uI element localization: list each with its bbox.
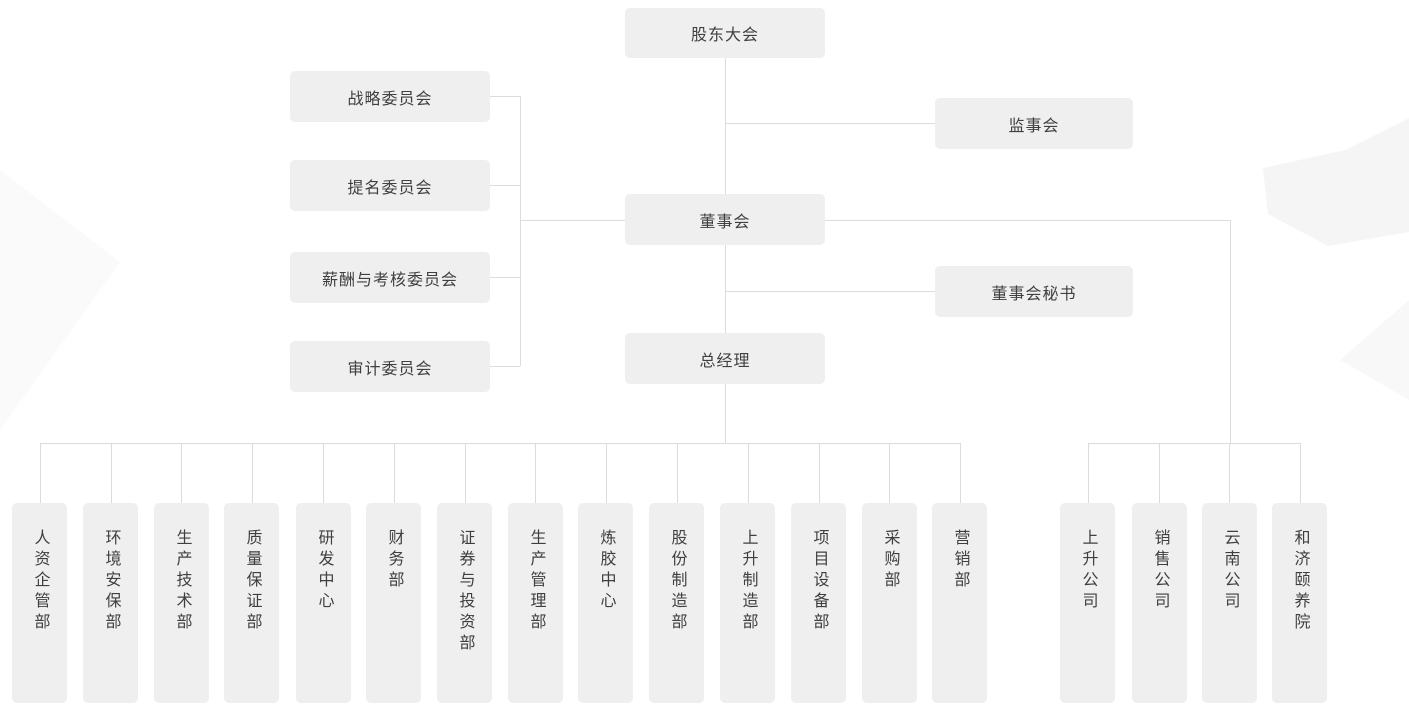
node-label: 审计委员会 (347, 360, 433, 378)
dept-node-shares-manufacturing: 股份制造部 (649, 503, 704, 703)
dept-node-marketing: 营销部 (932, 503, 987, 703)
node-compensation-assessment-committee: 薪酬与考核委员会 (290, 252, 490, 303)
connector-dept-drop-9 (606, 443, 607, 503)
dept-node-hr-enterprise-management: 人资企管部 (12, 503, 67, 703)
connector-committee-stub-3 (490, 277, 520, 278)
node-label: 生产技术部 (173, 529, 191, 634)
connector-subsidiary-drop-3 (1229, 443, 1230, 503)
connector-dept-drop-10 (677, 443, 678, 503)
connector-dept-drop-12 (819, 443, 820, 503)
connector-committees-to-board (520, 220, 625, 221)
dept-node-production-technology: 生产技术部 (154, 503, 209, 703)
subsidiary-node-shangsheng-company: 上升公司 (1060, 503, 1115, 703)
node-label: 云南公司 (1221, 529, 1239, 613)
node-label: 监事会 (1008, 117, 1060, 135)
connector-committee-spine (520, 96, 521, 366)
connector-dept-drop-11 (748, 443, 749, 503)
dept-node-production-management: 生产管理部 (508, 503, 563, 703)
node-board-secretary: 董事会秘书 (935, 266, 1133, 317)
dept-node-environment-security: 环境安保部 (83, 503, 138, 703)
node-label: 人资企管部 (31, 529, 49, 634)
connector-board-to-gm (725, 245, 726, 333)
connector-committee-stub-4 (490, 366, 520, 367)
node-label: 环境安保部 (102, 529, 120, 634)
node-board-of-directors: 董事会 (625, 194, 825, 245)
node-supervisory-board: 监事会 (935, 98, 1133, 149)
connector-committee-stub-2 (490, 185, 520, 186)
subsidiary-node-yunnan-company: 云南公司 (1202, 503, 1257, 703)
node-label: 董事会秘书 (991, 285, 1077, 303)
node-strategy-committee: 战略委员会 (290, 71, 490, 122)
node-general-manager: 总经理 (625, 333, 825, 384)
connector-secretary-branch (725, 291, 935, 292)
connector-shareholders-to-board (725, 58, 726, 194)
node-label: 上升公司 (1079, 529, 1097, 613)
connector-dept-drop-1 (40, 443, 41, 503)
connector-subsidiary-drop-1 (1088, 443, 1089, 503)
connector-subsidiary-drop-4 (1300, 443, 1301, 503)
node-label: 战略委员会 (347, 90, 433, 108)
node-nomination-committee: 提名委员会 (290, 160, 490, 211)
node-label: 项目设备部 (810, 529, 828, 634)
connector-dept-drop-5 (323, 443, 324, 503)
connector-supervisory-branch (725, 123, 935, 124)
connector-dept-drop-6 (394, 443, 395, 503)
node-label: 董事会 (699, 213, 751, 231)
node-label: 股东大会 (690, 27, 759, 44)
node-label: 证券与投资部 (456, 529, 474, 655)
node-label: 研发中心 (315, 529, 333, 613)
connector-dept-drop-14 (960, 443, 961, 503)
node-label: 总经理 (699, 352, 751, 370)
connector-dept-drop-13 (889, 443, 890, 503)
connector-board-to-subsidiaries (825, 220, 1230, 221)
subsidiary-node-heji-nursing-home: 和济颐养院 (1272, 503, 1327, 703)
dept-node-project-equipment: 项目设备部 (791, 503, 846, 703)
connector-dept-drop-4 (252, 443, 253, 503)
dept-node-procurement: 采购部 (862, 503, 917, 703)
dept-node-securities-investment: 证券与投资部 (437, 503, 492, 703)
dept-node-finance: 财务部 (366, 503, 421, 703)
connector-dept-drop-8 (535, 443, 536, 503)
subsidiary-node-sales-company: 销售公司 (1132, 503, 1187, 703)
connector-gm-to-bus (725, 384, 726, 443)
dept-node-shangsheng-manufacturing: 上升制造部 (720, 503, 775, 703)
node-label: 营销部 (951, 529, 969, 592)
connector-subsidiary-drop-2 (1159, 443, 1160, 503)
node-label: 财务部 (385, 529, 403, 592)
node-label: 质量保证部 (243, 529, 261, 634)
node-label: 薪酬与考核委员会 (321, 271, 458, 289)
connector-committee-stub-1 (490, 96, 520, 97)
node-label: 采购部 (881, 529, 899, 592)
connector-subsidiaries-vertical (1230, 220, 1231, 443)
connector-dept-drop-3 (181, 443, 182, 503)
node-label: 上升制造部 (739, 529, 757, 634)
node-label: 销售公司 (1151, 529, 1169, 613)
connector-dept-drop-7 (465, 443, 466, 503)
connector-department-bus (40, 443, 960, 444)
connector-subsidiary-bus (1088, 443, 1300, 444)
node-label: 生产管理部 (527, 529, 545, 634)
node-label: 股份制造部 (668, 529, 686, 634)
node-shareholders-meeting: 股东大会 (625, 8, 825, 58)
dept-node-rubber-mixing-center: 炼胶中心 (578, 503, 633, 703)
dept-node-rnd-center: 研发中心 (296, 503, 351, 703)
node-label: 和济颐养院 (1291, 529, 1309, 634)
node-label: 炼胶中心 (597, 529, 615, 613)
connector-dept-drop-2 (111, 443, 112, 503)
node-audit-committee: 审计委员会 (290, 341, 490, 392)
dept-node-quality-assurance: 质量保证部 (224, 503, 279, 703)
node-label: 提名委员会 (347, 179, 433, 197)
